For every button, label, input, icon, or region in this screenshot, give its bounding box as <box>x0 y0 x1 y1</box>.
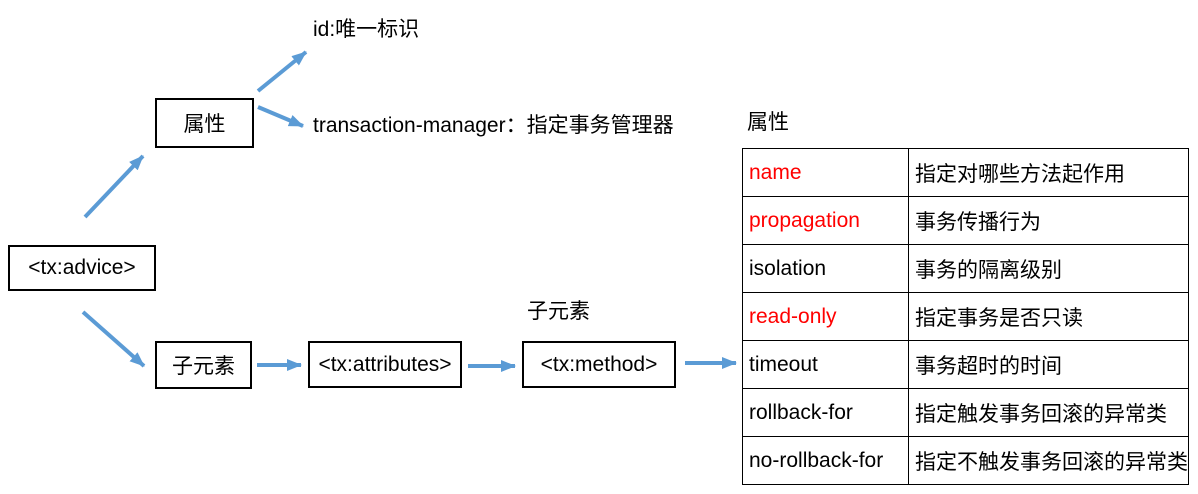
arrow-attr-to-id <box>256 50 308 93</box>
table-row: name 指定对哪些方法起作用 <box>742 148 1189 197</box>
attr-desc-cell: 事务传播行为 <box>908 196 1189 245</box>
attr-name-cell: no-rollback-for <box>742 436 909 485</box>
tx-method-label: <tx:method> <box>540 352 658 376</box>
table-row: isolation 事务的隔离级别 <box>742 244 1189 293</box>
attr-name-cell: read-only <box>742 292 909 341</box>
tx-method-node: <tx:method> <box>522 341 676 388</box>
transaction-manager-attribute-label: transaction-manager：指定事务管理器 <box>313 114 674 137</box>
tx-attributes-label: <tx:attributes> <box>318 352 452 376</box>
table-row: rollback-for 指定触发事务回滚的异常类 <box>742 388 1189 437</box>
attr-table-caption: 属性 <box>747 111 789 134</box>
attribute-group-label: 属性 <box>183 113 226 136</box>
attr-desc-cell: 指定不触发事务回滚的异常类 <box>908 436 1189 485</box>
arrow-attr-to-tm <box>257 105 304 128</box>
attribute-group-node: 属性 <box>155 98 254 148</box>
tx-advice-node: <tx:advice> <box>8 245 156 291</box>
attr-name-cell: name <box>742 148 909 197</box>
tx-advice-label: <tx:advice> <box>28 256 136 279</box>
table-row: read-only 指定事务是否只读 <box>742 292 1189 341</box>
tx-method-caption: 子元素 <box>527 300 590 323</box>
table-row: timeout 事务超时的时间 <box>742 340 1189 389</box>
table-row: propagation 事务传播行为 <box>742 196 1189 245</box>
attr-name-cell: isolation <box>742 244 909 293</box>
attr-desc-cell: 事务超时的时间 <box>908 340 1189 389</box>
attr-name-cell: propagation <box>742 196 909 245</box>
attr-desc-cell: 指定对哪些方法起作用 <box>908 148 1189 197</box>
attr-desc-cell: 指定事务是否只读 <box>908 292 1189 341</box>
table-row: no-rollback-for 指定不触发事务回滚的异常类 <box>742 436 1189 485</box>
arrow-advice-to-child <box>81 310 146 368</box>
child-element-group-node: 子元素 <box>155 341 252 389</box>
child-element-group-label: 子元素 <box>172 355 235 378</box>
attr-name-cell: timeout <box>742 340 909 389</box>
arrow-advice-to-attr-node <box>83 154 145 219</box>
attr-table: name 指定对哪些方法起作用 propagation 事务传播行为 isola… <box>742 148 1189 485</box>
attr-name-cell: rollback-for <box>742 388 909 437</box>
id-attribute-label: id:唯一标识 <box>313 18 420 41</box>
attr-desc-cell: 事务的隔离级别 <box>908 244 1189 293</box>
tx-attributes-node: <tx:attributes> <box>308 341 462 388</box>
attr-desc-cell: 指定触发事务回滚的异常类 <box>908 388 1189 437</box>
